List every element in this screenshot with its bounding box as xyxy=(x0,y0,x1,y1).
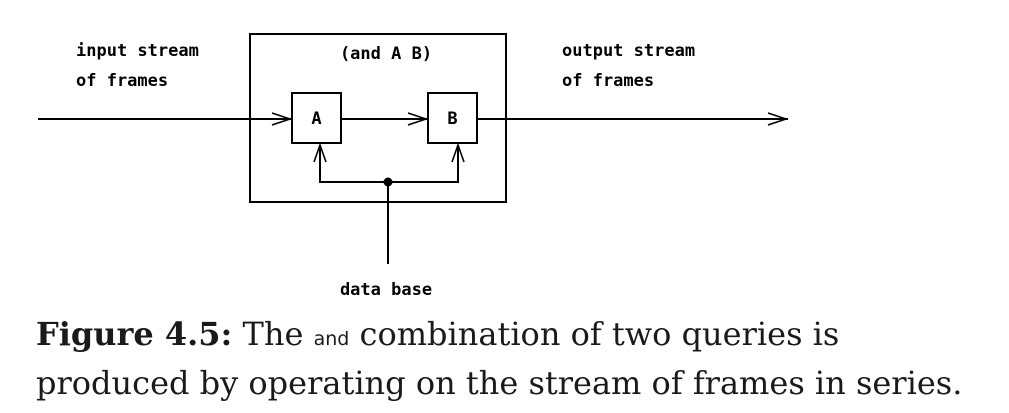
figure-label: Figure 4.5: xyxy=(36,315,233,353)
database-label: data base xyxy=(340,280,432,300)
input-stream-label-line2: of frames xyxy=(76,71,168,91)
database-to-a-arrow-head xyxy=(313,142,327,163)
caption-text-after: combination of two queries is produced b… xyxy=(36,315,963,402)
database-feed-lines xyxy=(319,145,459,183)
query-b-box xyxy=(427,92,478,144)
input-stream-label-line1: input stream xyxy=(76,41,199,61)
caption-code-word: and xyxy=(313,328,350,350)
output-stream-label-line2: of frames xyxy=(562,71,654,91)
and-combination-diagram: input stream of frames output stream of … xyxy=(38,33,789,300)
query-a-box xyxy=(291,92,342,144)
output-stream-label-line1: output stream xyxy=(562,41,695,61)
output-arrow-head xyxy=(767,112,789,126)
figure-caption: Figure 4.5: The and combination of two q… xyxy=(36,312,996,405)
caption-text-before: The xyxy=(232,315,314,353)
a-to-b-arrow-head xyxy=(407,112,429,126)
input-arrow-head xyxy=(271,112,293,126)
query-b-label: B xyxy=(447,109,457,129)
and-query-title: (and A B) xyxy=(340,44,432,64)
database-to-b-arrow-head xyxy=(451,142,465,163)
query-a-label: A xyxy=(311,109,321,129)
